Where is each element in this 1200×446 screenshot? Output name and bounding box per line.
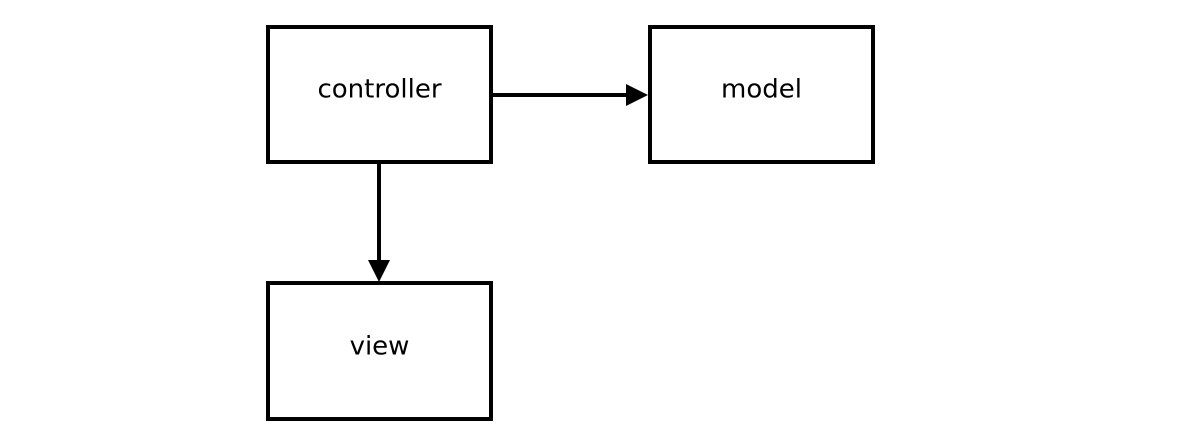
node-box: [266, 25, 493, 164]
node-label: controller: [317, 75, 441, 105]
arrowhead-down: [368, 260, 390, 282]
node-model: model: [648, 25, 875, 164]
node-controller: controller: [266, 25, 493, 164]
node-label: model: [721, 75, 802, 105]
node-box: [648, 25, 875, 164]
edge-controller-to-model: [491, 84, 648, 106]
edge-controller-to-view: [368, 162, 390, 282]
node-box: [266, 281, 493, 421]
arrowhead-right: [626, 84, 648, 106]
node-label: view: [350, 332, 410, 362]
node-view: view: [266, 281, 493, 421]
